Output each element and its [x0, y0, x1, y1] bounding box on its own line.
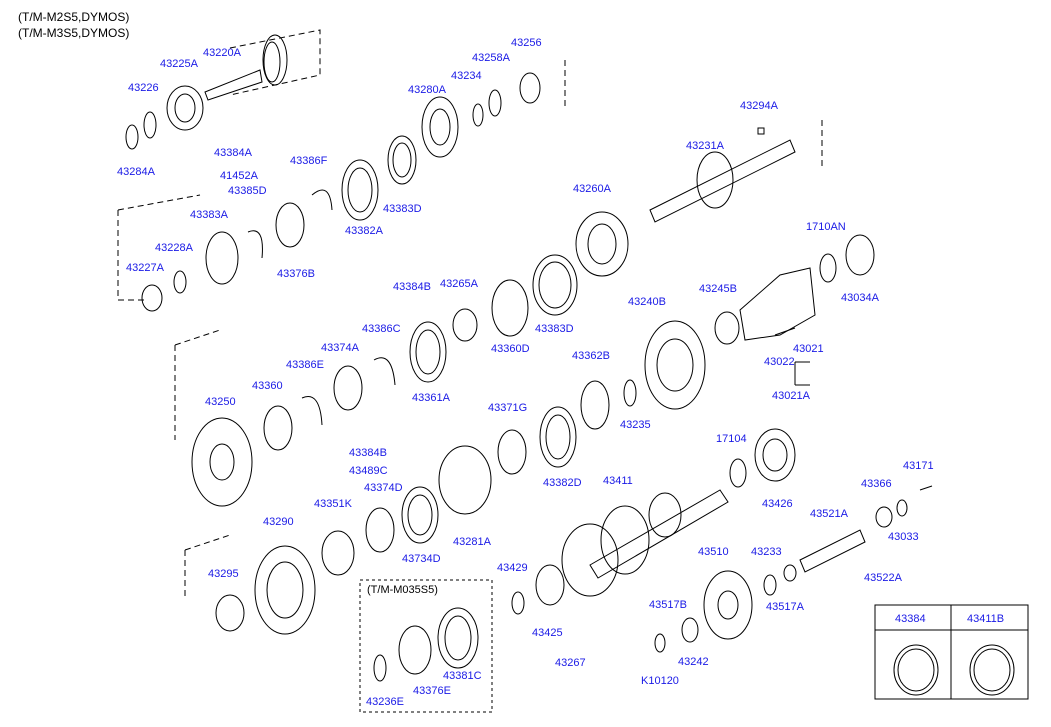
- part-label[interactable]: 17104: [716, 433, 747, 445]
- part-label[interactable]: 43522A: [864, 572, 902, 584]
- part-label[interactable]: 43374A: [321, 342, 359, 354]
- part-label[interactable]: 43256: [511, 37, 542, 49]
- part-label[interactable]: 43236E: [366, 696, 404, 708]
- part-label[interactable]: 43384A: [214, 147, 252, 159]
- part-label[interactable]: 43265A: [440, 278, 478, 290]
- part-label[interactable]: 43383D: [383, 203, 422, 215]
- part-label[interactable]: 43371G: [488, 402, 528, 414]
- part-label[interactable]: 43226: [128, 82, 159, 94]
- part-label[interactable]: 43235: [620, 419, 651, 431]
- part-label[interactable]: 43240B: [628, 296, 666, 308]
- part-label[interactable]: 43376E: [413, 685, 451, 697]
- part-label[interactable]: 43386E: [286, 359, 324, 371]
- part-label[interactable]: 43280A: [408, 84, 446, 96]
- part-label[interactable]: 43234: [451, 70, 482, 82]
- part-label[interactable]: 43734D: [402, 553, 441, 565]
- part-label[interactable]: 43033: [888, 531, 919, 543]
- part-label[interactable]: 43366: [861, 478, 892, 490]
- part-label[interactable]: 43267: [555, 657, 586, 669]
- part-label[interactable]: 43386C: [362, 323, 401, 335]
- part-label[interactable]: 43242: [678, 656, 709, 668]
- part-label[interactable]: 43429: [497, 562, 528, 574]
- part-label[interactable]: 43489C: [349, 465, 388, 477]
- part-label[interactable]: 43521A: [810, 508, 848, 520]
- part-label[interactable]: 43383D: [535, 323, 574, 335]
- part-label[interactable]: 43386F: [290, 155, 328, 167]
- part-label[interactable]: 43426: [762, 498, 793, 510]
- part-label[interactable]: 43220A: [203, 47, 241, 59]
- part-label[interactable]: 43290: [263, 516, 294, 528]
- part-label[interactable]: 43281A: [453, 536, 491, 548]
- part-label[interactable]: 43231A: [686, 140, 724, 152]
- part-label[interactable]: 1710AN: [806, 221, 846, 233]
- part-label[interactable]: 43360D: [491, 343, 530, 355]
- legend-col-43384[interactable]: 43384: [895, 613, 926, 625]
- part-label[interactable]: 43245B: [699, 283, 737, 295]
- part-label[interactable]: 43384B: [349, 447, 387, 459]
- part-label[interactable]: 43295: [208, 568, 239, 580]
- part-label[interactable]: 43411: [603, 475, 633, 487]
- part-label[interactable]: 43517A: [766, 601, 804, 613]
- part-label[interactable]: 43361A: [412, 392, 450, 404]
- part-label[interactable]: 43517B: [649, 599, 687, 611]
- part-label[interactable]: 43021: [793, 343, 824, 355]
- part-label[interactable]: 43384B: [393, 281, 431, 293]
- part-label[interactable]: 43385D: [228, 185, 267, 197]
- inset-title: (T/M-M035S5): [367, 584, 438, 596]
- model-line-1: (T/M-M2S5,DYMOS): [18, 10, 130, 24]
- part-label[interactable]: 43360: [252, 380, 283, 392]
- part-label[interactable]: 43250: [205, 396, 236, 408]
- part-label[interactable]: 41452A: [220, 170, 258, 182]
- part-label[interactable]: 43233: [751, 546, 782, 558]
- part-label[interactable]: 43381C: [443, 670, 482, 682]
- part-label[interactable]: 43382D: [543, 477, 582, 489]
- part-label[interactable]: 43294A: [740, 100, 778, 112]
- part-label[interactable]: K10120: [641, 675, 679, 687]
- part-label[interactable]: 43171: [903, 460, 934, 472]
- part-label[interactable]: 43383A: [190, 209, 228, 221]
- part-label[interactable]: 43382A: [345, 225, 383, 237]
- part-label[interactable]: 43227A: [126, 262, 164, 274]
- part-label[interactable]: 43260A: [573, 183, 611, 195]
- part-label[interactable]: 43258A: [472, 52, 510, 64]
- part-label[interactable]: 43376B: [277, 268, 315, 280]
- part-label[interactable]: 43034A: [841, 292, 879, 304]
- part-label[interactable]: 43225A: [160, 58, 198, 70]
- part-label[interactable]: 43351K: [314, 498, 352, 510]
- part-label[interactable]: 43510: [698, 546, 729, 558]
- part-label[interactable]: 43425: [532, 627, 563, 639]
- part-label[interactable]: 43021A: [772, 390, 810, 402]
- legend-col-43411b[interactable]: 43411B: [967, 613, 1005, 625]
- part-label[interactable]: 43228A: [155, 242, 193, 254]
- part-label[interactable]: 43022: [764, 356, 795, 368]
- part-label[interactable]: 43362B: [572, 350, 610, 362]
- model-line-2: (T/M-M3S5,DYMOS): [18, 26, 130, 40]
- part-label[interactable]: 43284A: [117, 166, 155, 178]
- part-label[interactable]: 43374D: [364, 482, 403, 494]
